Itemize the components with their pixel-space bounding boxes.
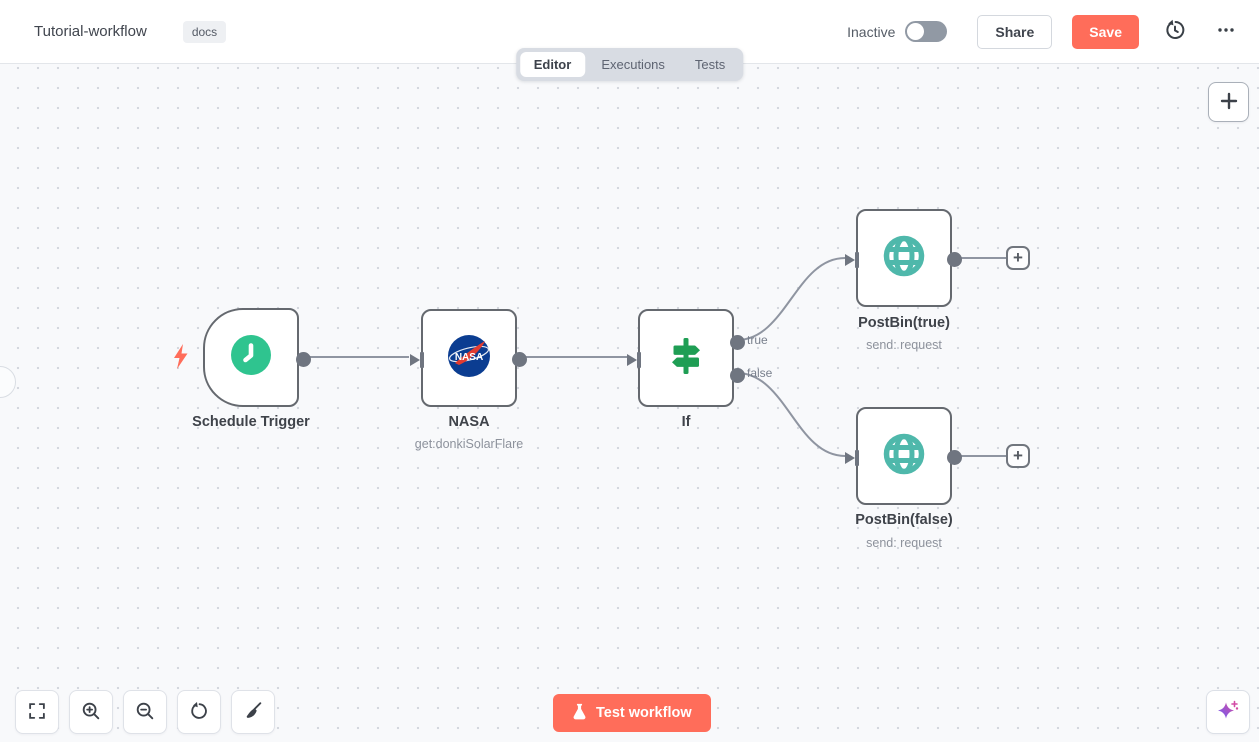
test-workflow-label: Test workflow	[596, 705, 692, 721]
zoom-out-button[interactable]	[123, 690, 167, 734]
input-port	[627, 351, 641, 374]
signpost-icon	[662, 332, 710, 385]
tab-tests[interactable]: Tests	[681, 52, 739, 77]
node-label[interactable]: PostBin(true)	[858, 315, 950, 331]
workflow-canvas[interactable]	[0, 64, 1259, 742]
input-port	[845, 449, 859, 472]
output-port[interactable]	[947, 252, 962, 267]
globe-icon	[881, 431, 927, 482]
zoom-out-icon	[134, 700, 156, 725]
broom-icon	[242, 700, 264, 725]
output-port[interactable]	[296, 352, 311, 367]
ai-assistant-button[interactable]	[1206, 690, 1250, 734]
globe-icon	[881, 233, 927, 284]
toggle-knob	[907, 23, 925, 40]
add-connected-node-button[interactable]: +	[1006, 246, 1030, 270]
node-schedule-trigger[interactable]	[203, 308, 311, 407]
header: Tutorial-workflow docs Inactive Share Sa…	[0, 0, 1259, 64]
input-port	[845, 251, 859, 274]
ellipsis-icon	[1215, 19, 1237, 44]
branch-label-false: false	[747, 366, 773, 380]
node-label[interactable]: If	[681, 414, 691, 430]
reset-zoom-icon	[188, 700, 210, 725]
node-if[interactable]	[627, 309, 745, 407]
more-options-button[interactable]	[1211, 15, 1241, 48]
branch-label-true: true	[747, 333, 768, 347]
tab-executions[interactable]: Executions	[587, 52, 679, 77]
node-label[interactable]: NASA	[448, 414, 490, 430]
fit-view-button[interactable]	[15, 690, 59, 734]
svg-text:NASA: NASA	[455, 352, 483, 363]
tidy-up-button[interactable]	[231, 690, 275, 734]
history-icon	[1163, 18, 1187, 45]
node-label[interactable]: PostBin(false)	[855, 512, 953, 528]
node-label[interactable]: Schedule Trigger	[192, 414, 310, 430]
workflow-tag[interactable]: docs	[182, 20, 227, 43]
add-connected-node-button[interactable]: +	[1006, 444, 1030, 468]
test-workflow-button[interactable]: Test workflow	[553, 694, 711, 732]
reset-zoom-button[interactable]	[177, 690, 221, 734]
node-postbin-false[interactable]	[845, 407, 962, 505]
output-port[interactable]	[512, 352, 527, 367]
flask-icon	[572, 703, 587, 724]
zoom-in-button[interactable]	[69, 690, 113, 734]
output-port-true[interactable]	[730, 335, 745, 350]
zoom-in-icon	[80, 700, 102, 725]
activation-status-label: Inactive	[847, 23, 896, 40]
node-nasa[interactable]: NASA	[410, 309, 527, 407]
output-port-false[interactable]	[730, 368, 745, 383]
add-node-button[interactable]	[1208, 82, 1249, 122]
workflow-title[interactable]: Tutorial-workflow	[34, 23, 147, 40]
view-tabs: Editor Executions Tests	[515, 48, 744, 81]
trigger-bolt-icon	[172, 343, 189, 376]
clock-icon	[230, 334, 272, 381]
sparkle-icon	[1215, 698, 1241, 727]
node-subtitle: send: request	[866, 338, 942, 352]
canvas-controls	[15, 690, 275, 734]
input-port	[410, 351, 424, 374]
share-button[interactable]: Share	[977, 14, 1053, 49]
node-subtitle: send: request	[866, 536, 942, 550]
activation-toggle[interactable]	[905, 21, 948, 42]
tab-editor[interactable]: Editor	[519, 52, 586, 77]
node-postbin-true[interactable]	[845, 209, 962, 307]
output-port[interactable]	[947, 450, 962, 465]
node-subtitle: get:donkiSolarFlare	[414, 437, 524, 451]
fit-view-icon	[26, 700, 48, 725]
workflow-history-button[interactable]	[1159, 14, 1191, 49]
plus-icon	[1219, 91, 1239, 114]
nasa-logo-icon: NASA	[446, 333, 492, 384]
save-button[interactable]: Save	[1072, 14, 1139, 49]
